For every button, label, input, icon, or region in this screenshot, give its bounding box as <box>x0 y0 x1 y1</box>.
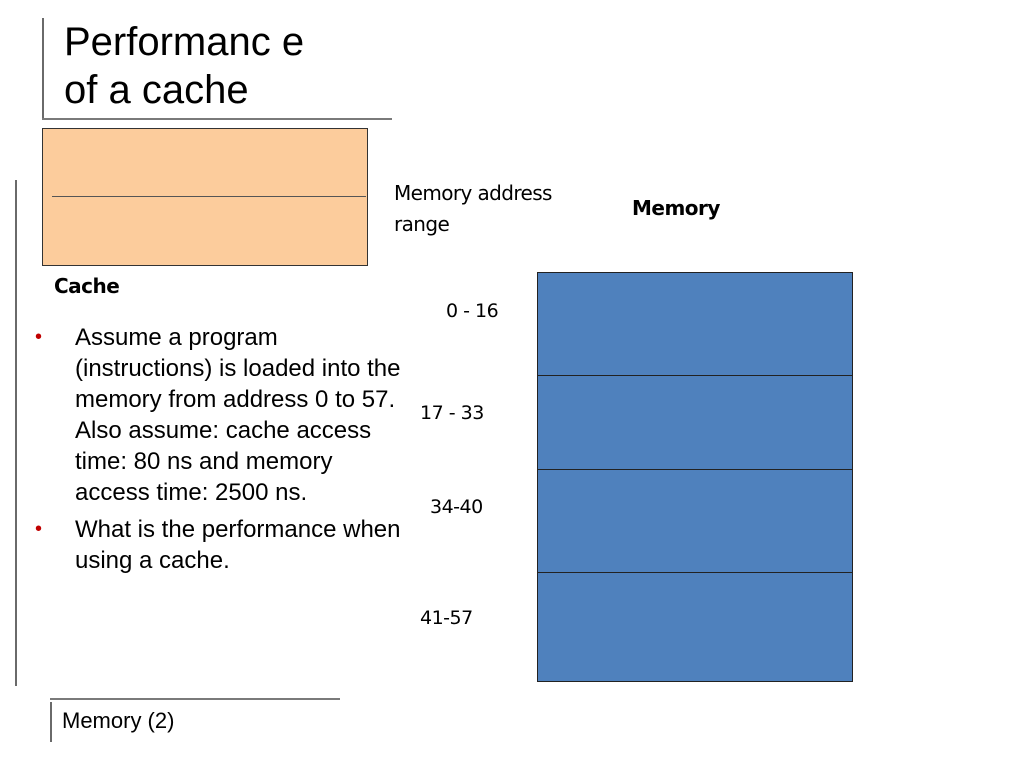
cache-label: Cache <box>54 274 120 298</box>
bullet-icon: • <box>35 518 43 540</box>
cache-line-divider <box>52 196 366 197</box>
footer-divider-horizontal <box>50 698 340 700</box>
memory-block-3 <box>538 573 852 681</box>
bullet-item: • What is the performance when using a c… <box>32 514 402 576</box>
memory-address-range-header: Memory address range <box>394 181 552 236</box>
address-range-label-1: 17 - 33 <box>420 402 484 424</box>
address-range-label-0: 0 - 16 <box>446 300 499 322</box>
title-divider-horizontal <box>42 118 392 120</box>
title-divider-vertical <box>42 18 44 118</box>
bullet-item: • Assume a program (instructions) is loa… <box>32 322 402 508</box>
memory-block-0 <box>538 273 852 376</box>
slide-title: Performanc e of a cache <box>64 20 305 112</box>
memory-block-2 <box>538 470 852 573</box>
bullet-text: What is the performance when using a cac… <box>75 516 401 574</box>
memory-column <box>537 272 853 682</box>
cache-box <box>42 128 368 266</box>
left-vertical-rule <box>15 180 17 686</box>
memory-label: Memory <box>632 196 720 220</box>
bullet-list: • Assume a program (instructions) is loa… <box>32 322 402 582</box>
bullet-text: Assume a program (instructions) is loade… <box>75 324 401 506</box>
address-range-label-3: 41-57 <box>420 607 473 629</box>
address-range-label-2: 34-40 <box>430 496 483 518</box>
footer-divider-vertical <box>50 702 52 742</box>
footer-label: Memory (2) <box>62 708 175 733</box>
memory-block-1 <box>538 376 852 470</box>
bullet-icon: • <box>35 326 43 348</box>
